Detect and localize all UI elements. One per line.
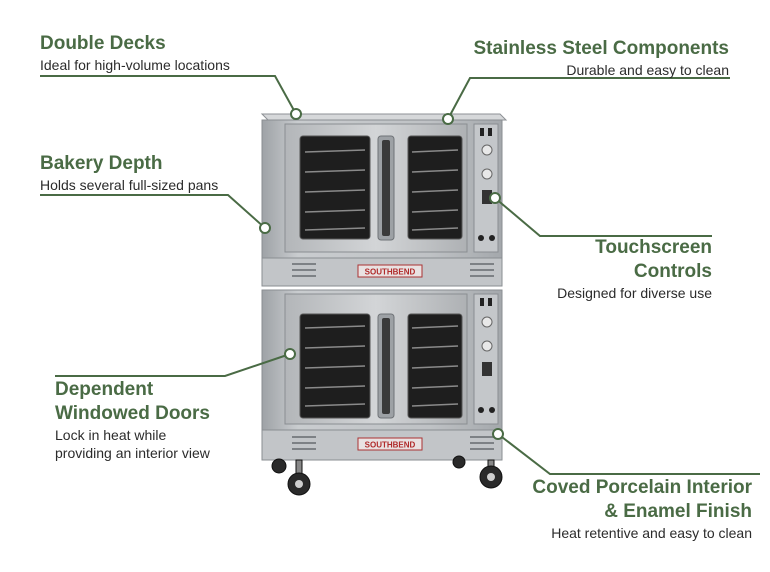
callout-title: Stainless Steel Components	[473, 38, 729, 59]
callout-description-line1: Lock in heat while	[55, 427, 167, 443]
callout-bakery-depth: Bakery Depth Holds several full-sized pa…	[40, 152, 218, 194]
callout-stainless-steel: Stainless Steel Components Durable and e…	[473, 37, 729, 79]
callout-title-line2: & Enamel Finish	[604, 501, 752, 522]
callout-description-line2: providing an interior view	[55, 445, 210, 461]
callout-description: Durable and easy to clean	[566, 62, 729, 78]
callout-windowed-doors: Dependent Windowed Doors Lock in heat wh…	[55, 378, 210, 462]
callout-porcelain-interior: Coved Porcelain Interior & Enamel Finish…	[532, 476, 752, 542]
leader-lines	[40, 75, 760, 475]
callout-title-line1: Touchscreen	[595, 237, 712, 258]
brand-label-upper: SOUTHBEND	[365, 268, 416, 277]
callout-title-line1: Coved Porcelain Interior	[532, 477, 752, 498]
callout-title-line1: Dependent	[55, 379, 154, 400]
callout-description: Heat retentive and easy to clean	[551, 525, 752, 541]
callout-touchscreen-controls: Touchscreen Controls Designed for divers…	[557, 236, 712, 302]
brand-label-lower: SOUTHBEND	[365, 441, 416, 450]
callout-description: Holds several full-sized pans	[40, 177, 219, 193]
callout-markers	[259, 108, 504, 440]
callout-title: Double Decks	[40, 33, 166, 54]
callout-description: Ideal for high-volume locations	[40, 57, 230, 73]
oven-image	[260, 113, 508, 496]
callout-title: Bakery Depth	[40, 153, 163, 174]
callout-title-line2: Windowed Doors	[55, 403, 210, 424]
callout-description: Designed for diverse use	[557, 285, 712, 301]
callout-double-decks: Double Decks Ideal for high-volume locat…	[40, 32, 230, 74]
callout-title-line2: Controls	[633, 261, 712, 282]
